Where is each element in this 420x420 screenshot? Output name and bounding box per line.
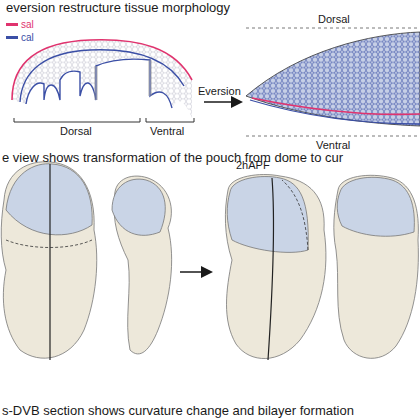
panel-title: eversion restructure tissue morphology: [6, 0, 230, 15]
region-label: Ventral: [150, 124, 184, 139]
legend-swatch: [6, 36, 18, 39]
panel-heading: e view shows transformation of the pouch…: [2, 150, 343, 165]
legend-text: sal: [21, 17, 34, 32]
eversion-arrow: [204, 101, 240, 103]
wing-disc-section: [12, 40, 192, 118]
panel-heading: s-DVB section shows curvature change and…: [2, 403, 354, 418]
transition-arrow: [180, 271, 210, 273]
legend-swatch: [6, 23, 18, 26]
stage-label: 2hAPF: [236, 158, 270, 173]
everted-section: [246, 28, 420, 136]
region-label: Dorsal: [60, 124, 92, 139]
step-label: Eversion: [198, 84, 241, 99]
region-label: Dorsal: [318, 12, 350, 27]
3d-renders: [1, 162, 418, 360]
brackets: [14, 118, 194, 122]
legend-text: cal: [21, 30, 34, 45]
